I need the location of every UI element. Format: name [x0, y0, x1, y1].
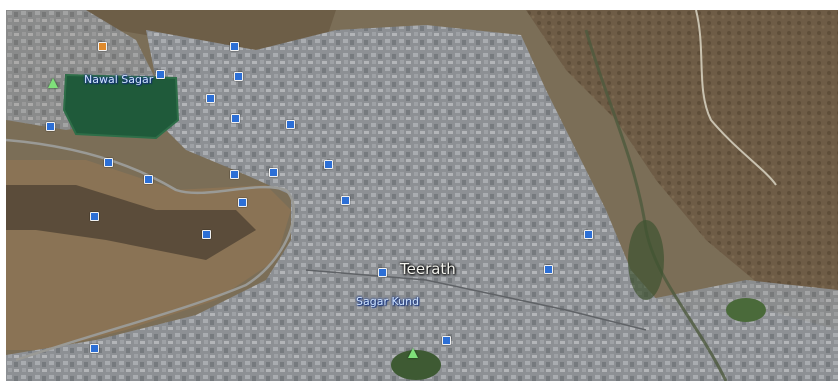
poi-photo-icon[interactable]: [90, 344, 99, 353]
pond-label[interactable]: Sagar Kund: [356, 295, 420, 308]
poi-photo-icon[interactable]: [378, 268, 387, 277]
poi-photo-icon[interactable]: [46, 122, 55, 131]
poi-photo-icon[interactable]: [238, 198, 247, 207]
poi-photo-icon[interactable]: [206, 94, 215, 103]
satellite-imagery: [6, 10, 838, 381]
poi-photo-icon[interactable]: [269, 168, 278, 177]
poi-photo-icon[interactable]: [156, 70, 165, 79]
poi-photo-icon[interactable]: [98, 42, 107, 51]
poi-photo-icon[interactable]: [230, 42, 239, 51]
poi-photo-icon[interactable]: [286, 120, 295, 129]
park-tree-icon[interactable]: [408, 348, 418, 358]
poi-photo-icon[interactable]: [544, 265, 553, 274]
poi-photo-icon[interactable]: [324, 160, 333, 169]
poi-photo-icon[interactable]: [442, 336, 451, 345]
poi-photo-icon[interactable]: [584, 230, 593, 239]
poi-photo-icon[interactable]: [230, 170, 239, 179]
poi-photo-icon[interactable]: [144, 175, 153, 184]
lake-label[interactable]: Nawal Sagar: [84, 73, 154, 86]
poi-photo-icon[interactable]: [104, 158, 113, 167]
park-tree-icon[interactable]: [48, 78, 58, 88]
poi-photo-icon[interactable]: [90, 212, 99, 221]
town-label[interactable]: Teerath: [400, 260, 456, 278]
satellite-map[interactable]: Nawal Sagar Teerath Sagar Kund: [6, 10, 838, 381]
poi-photo-icon[interactable]: [202, 230, 211, 239]
poi-photo-icon[interactable]: [341, 196, 350, 205]
poi-photo-icon[interactable]: [231, 114, 240, 123]
poi-photo-icon[interactable]: [234, 72, 243, 81]
